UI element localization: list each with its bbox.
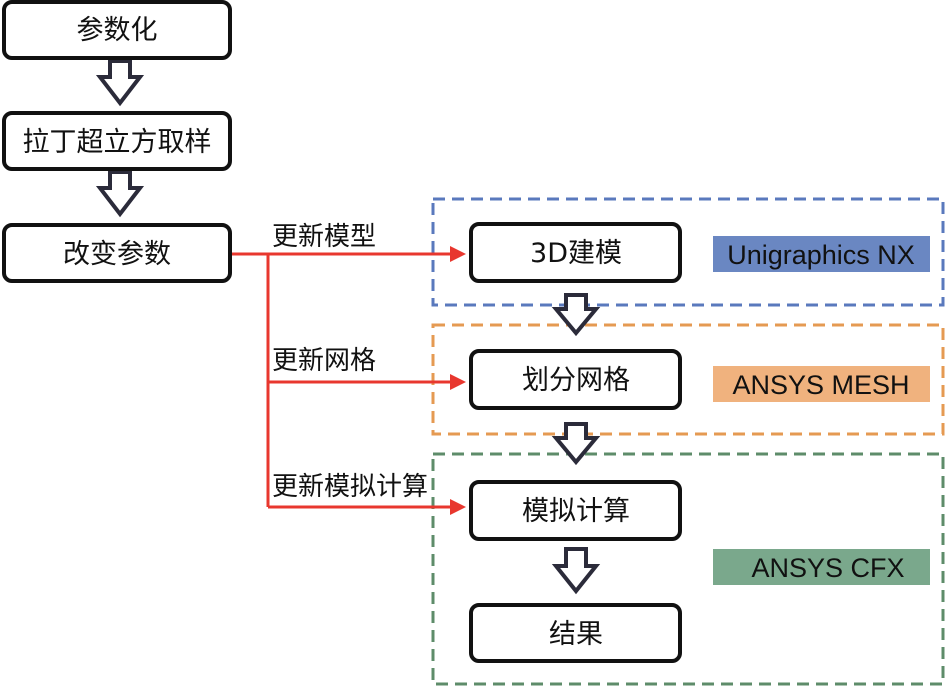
- node-change-params: 改变参数: [2, 223, 232, 283]
- node-change-params-label: 改变参数: [63, 239, 171, 270]
- node-3d-modeling: 3D建模: [469, 222, 682, 283]
- node-3d-modeling-box: [469, 222, 682, 283]
- node-3d-modeling-label: 3D建模: [530, 238, 622, 269]
- node-meshing-box: [469, 349, 682, 410]
- node-change-params-box: [2, 223, 232, 283]
- tool-label-cfx: ANSYS CFX: [713, 549, 930, 585]
- node-parameterize: 参数化: [2, 0, 232, 60]
- tool-label-mesh-bg: [713, 366, 930, 402]
- arrow-down-icon: [95, 59, 145, 107]
- nx-region: [431, 197, 945, 307]
- arrow-right-icon: [450, 374, 466, 390]
- node-result-label: 结果: [549, 619, 603, 650]
- arrow-down-icon: [551, 422, 601, 466]
- cfx-region: [431, 452, 945, 686]
- node-result: 结果: [469, 603, 682, 663]
- node-result-box: [469, 603, 682, 663]
- node-parameterize-label: 参数化: [77, 15, 158, 46]
- tool-label-mesh-text: ANSYS MESH: [732, 370, 909, 400]
- node-parameterize-box: [2, 0, 232, 60]
- edge-label-update-mesh: 更新网格: [272, 346, 376, 376]
- node-lhs-sampling-box: [2, 111, 232, 171]
- tool-label-mesh: ANSYS MESH: [713, 366, 930, 402]
- arrow-down-icon: [551, 547, 601, 595]
- edge-label-update-model: 更新模型: [272, 222, 376, 252]
- tool-label-cfx-bg: [713, 549, 930, 585]
- node-simulation: 模拟计算: [469, 480, 682, 541]
- tool-label-nx: Unigraphics NX: [713, 236, 930, 272]
- node-lhs-sampling-label: 拉丁超立方取样: [23, 127, 212, 158]
- edge-label-update-simulation: 更新模拟计算: [272, 472, 428, 502]
- node-simulation-box: [469, 480, 682, 541]
- mesh-region: [431, 323, 945, 436]
- arrow-down-icon: [95, 170, 145, 218]
- node-meshing-label: 划分网格: [522, 365, 630, 396]
- node-meshing: 划分网格: [469, 349, 682, 410]
- node-lhs-sampling: 拉丁超立方取样: [2, 111, 232, 171]
- arrow-down-icon: [551, 293, 601, 337]
- node-simulation-label: 模拟计算: [522, 496, 630, 527]
- tool-label-nx-text: Unigraphics NX: [727, 240, 915, 270]
- tool-label-nx-bg: [713, 236, 930, 272]
- tool-label-cfx-text: ANSYS CFX: [751, 553, 904, 583]
- arrow-right-icon: [450, 499, 466, 515]
- arrow-right-icon: [450, 246, 466, 262]
